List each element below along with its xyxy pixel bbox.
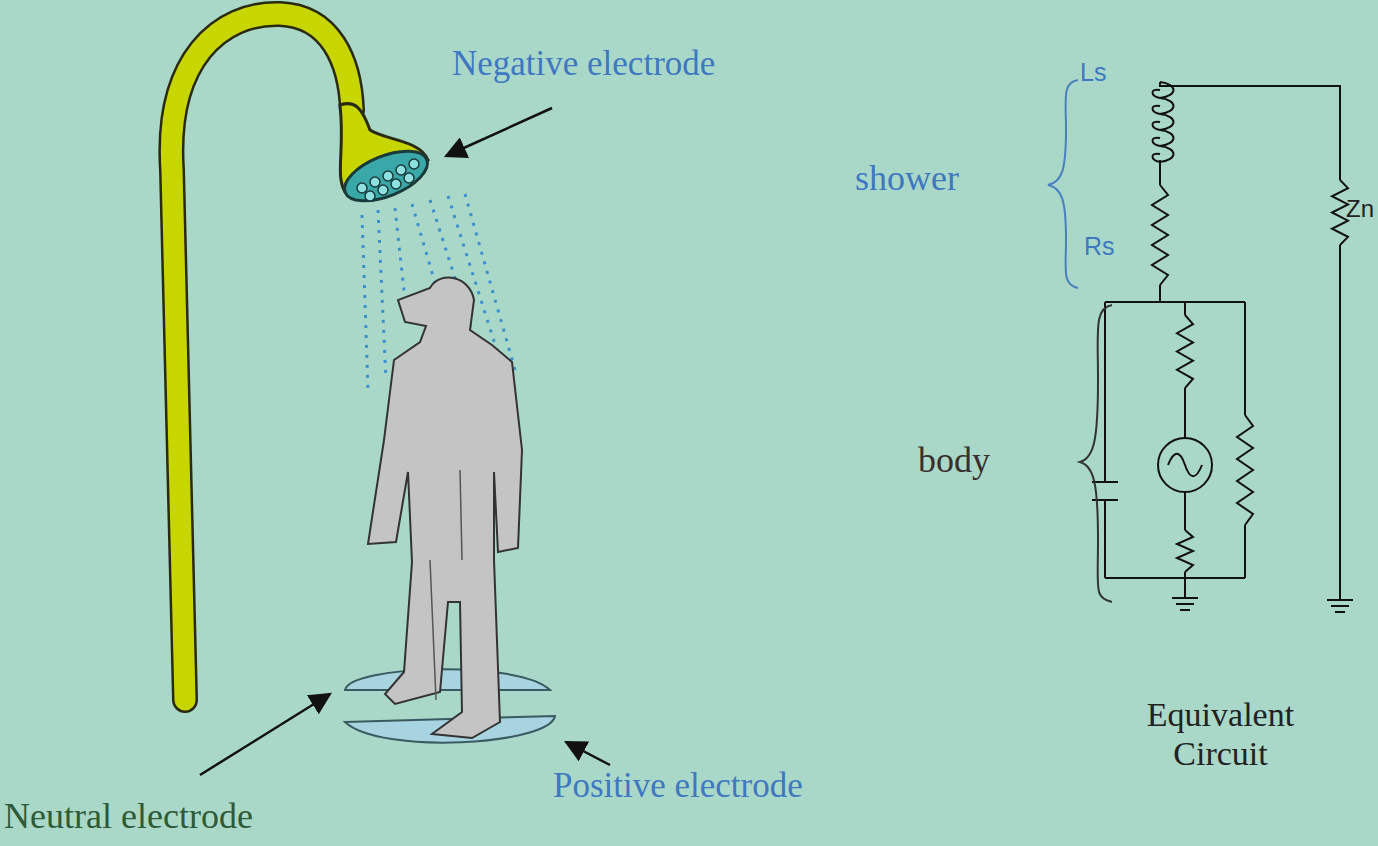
shower-head bbox=[338, 104, 435, 211]
shower-pipe bbox=[171, 14, 352, 700]
resistor-symbol bbox=[1332, 180, 1348, 245]
component-label: Ls bbox=[1080, 58, 1106, 87]
resistor-symbol bbox=[1237, 415, 1253, 525]
caption-label: Equivalent Circuit bbox=[1128, 695, 1313, 773]
electrode-label: Positive electrode bbox=[553, 766, 803, 806]
leader-arrow bbox=[446, 108, 552, 156]
resistor-symbol bbox=[1177, 315, 1193, 388]
group-label: body bbox=[918, 440, 990, 481]
component-label: Zn bbox=[1346, 195, 1374, 223]
electrode-label: Neutral electrode bbox=[4, 796, 253, 837]
electrode-label: Negative electrode bbox=[452, 44, 715, 84]
equivalent-circuit bbox=[1048, 80, 1353, 612]
person-figure bbox=[368, 278, 522, 738]
leader-arrow bbox=[200, 694, 330, 775]
leader-arrow bbox=[566, 742, 610, 765]
group-label: shower bbox=[855, 158, 959, 199]
component-label: Rs bbox=[1084, 232, 1115, 261]
inductor-symbol bbox=[1153, 82, 1174, 162]
resistor-symbol bbox=[1177, 530, 1193, 572]
resistor-symbol bbox=[1152, 185, 1168, 285]
